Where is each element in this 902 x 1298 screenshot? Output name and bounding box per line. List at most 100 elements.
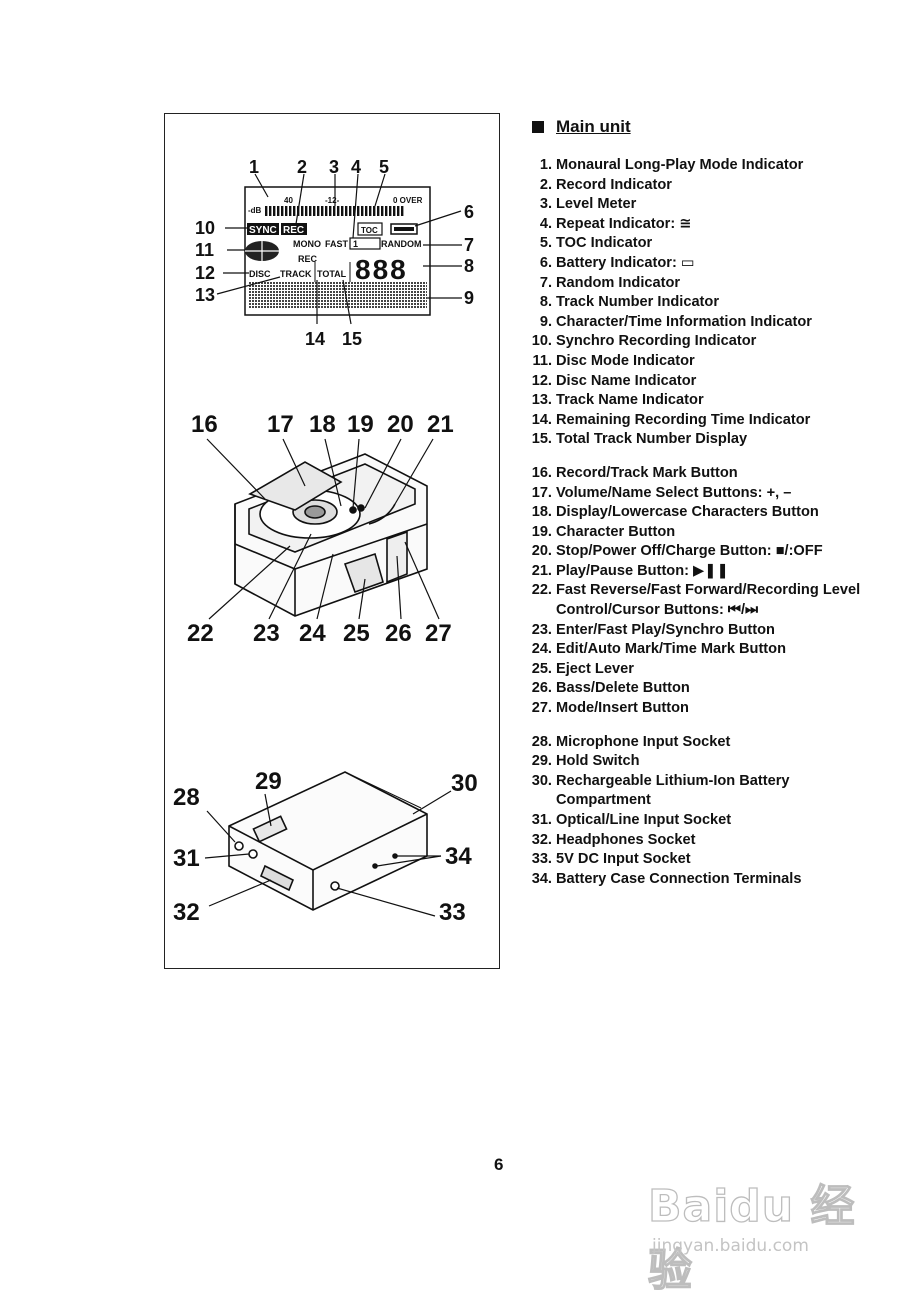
item-number: 9. — [522, 313, 556, 333]
item-label: TOC Indicator — [556, 234, 862, 254]
callout-33: 33 — [439, 899, 466, 926]
page-number: 6 — [494, 1155, 503, 1175]
item-label: Level Meter — [556, 195, 862, 215]
callout-27: 27 — [425, 620, 452, 647]
item-number: 25. — [522, 660, 556, 680]
item-number: 29. — [522, 752, 556, 772]
item-label: Random Indicator — [556, 274, 862, 294]
item-number: 27. — [522, 699, 556, 719]
heading-bullet-icon — [532, 121, 544, 133]
list-item: 1.Monaural Long-Play Mode Indicator — [522, 156, 862, 176]
callout-19: 19 — [347, 411, 374, 438]
callout-8: 8 — [464, 256, 474, 276]
list-item: 15.Total Track Number Display — [522, 430, 862, 450]
callout-32: 32 — [173, 899, 200, 926]
item-number: 13. — [522, 391, 556, 411]
lcd-disc: DISC — [249, 269, 271, 279]
item-label: Microphone Input Socket — [556, 733, 862, 753]
item-number: 12. — [522, 372, 556, 392]
callout-9: 9 — [464, 288, 474, 308]
callout-34: 34 — [445, 843, 472, 870]
item-label: Disc Mode Indicator — [556, 352, 862, 372]
lcd-sync: SYNC — [249, 225, 277, 236]
list-item: 11.Disc Mode Indicator — [522, 352, 862, 372]
callout-3: 3 — [329, 157, 339, 177]
callout-24: 24 — [299, 620, 326, 647]
callout-31: 31 — [173, 845, 200, 872]
callout-11: 11 — [195, 240, 214, 260]
item-number: 14. — [522, 411, 556, 431]
item-label: Hold Switch — [556, 752, 862, 772]
list-item: 25.Eject Lever — [522, 660, 862, 680]
list-item: 12.Disc Name Indicator — [522, 372, 862, 392]
item-label: Disc Name Indicator — [556, 372, 862, 392]
lcd-fast: FAST — [325, 239, 349, 249]
item-label: Optical/Line Input Socket — [556, 811, 862, 831]
item-number: 26. — [522, 679, 556, 699]
list-item: 32.Headphones Socket — [522, 831, 862, 851]
item-number: 3. — [522, 195, 556, 215]
callout-28: 28 — [173, 784, 200, 811]
callout-18: 18 — [309, 411, 336, 438]
watermark-url: jingyan.baidu.com — [652, 1236, 809, 1256]
callout-4: 4 — [351, 157, 361, 177]
list-item: 30.Rechargeable Lithium-Ion Battery Comp… — [522, 772, 862, 811]
item-label: Record Indicator — [556, 176, 862, 196]
callout-16: 16 — [191, 411, 218, 438]
level-meter-bars — [265, 206, 405, 216]
list-item: 24.Edit/Auto Mark/Time Mark Button — [522, 640, 862, 660]
item-label: Display/Lowercase Characters Button — [556, 503, 862, 523]
item-number: 2. — [522, 176, 556, 196]
item-label: Remaining Recording Time Indicator — [556, 411, 862, 431]
list-item: 3.Level Meter — [522, 195, 862, 215]
callout-6: 6 — [464, 202, 474, 222]
item-label: Edit/Auto Mark/Time Mark Button — [556, 640, 862, 660]
item-label: Track Name Indicator — [556, 391, 862, 411]
lcd-display: -dB 40 -12- 0 OVER SYNC REC TOC MONO FAS… — [245, 187, 430, 315]
item-label: Monaural Long-Play Mode Indicator — [556, 156, 862, 176]
callout-23: 23 — [253, 620, 280, 647]
callout-2: 2 — [297, 157, 307, 177]
callout-15: 15 — [342, 329, 362, 349]
item-number: 7. — [522, 274, 556, 294]
item-number: 31. — [522, 811, 556, 831]
callout-22: 22 — [187, 620, 214, 647]
item-number: 28. — [522, 733, 556, 753]
item-number: 32. — [522, 831, 556, 851]
item-label: Stop/Power Off/Charge Button: ■/:OFF — [556, 542, 862, 562]
callout-26: 26 — [385, 620, 412, 647]
item-label: Bass/Delete Button — [556, 679, 862, 699]
list-item: 5.TOC Indicator — [522, 234, 862, 254]
lcd-toc: TOC — [361, 226, 378, 235]
item-number: 6. — [522, 254, 556, 274]
item-number: 4. — [522, 215, 556, 235]
list-item: 28.Microphone Input Socket — [522, 733, 862, 753]
item-number: 16. — [522, 464, 556, 484]
lcd-random: RANDOM — [381, 239, 422, 249]
lcd-40: 40 — [284, 196, 293, 205]
item-label: Repeat Indicator: ≅ — [556, 215, 862, 235]
list-item: 13.Track Name Indicator — [522, 391, 862, 411]
callout-14: 14 — [305, 329, 325, 349]
callout-25: 25 — [343, 620, 370, 647]
item-number: 1. — [522, 156, 556, 176]
lcd-repeat-one: 1 — [353, 239, 358, 249]
list-item: 4.Repeat Indicator: ≅ — [522, 215, 862, 235]
item-number: 20. — [522, 542, 556, 562]
lcd-track: TRACK — [280, 269, 312, 279]
lcd-db: -dB — [248, 206, 262, 215]
list-item: 26.Bass/Delete Button — [522, 679, 862, 699]
list-item: 9.Character/Time Information Indicator — [522, 313, 862, 333]
section-title: Main unit — [556, 117, 631, 137]
lcd-over: 0 OVER — [393, 196, 423, 205]
lcd-12: -12- — [325, 196, 340, 205]
item-number: 30. — [522, 772, 556, 811]
item-number: 18. — [522, 503, 556, 523]
list-item: 8.Track Number Indicator — [522, 293, 862, 313]
lcd-total: TOTAL — [317, 269, 347, 279]
device-top-view — [235, 454, 427, 616]
item-number: 23. — [522, 621, 556, 641]
item-number: 21. — [522, 562, 556, 582]
item-number: 11. — [522, 352, 556, 372]
